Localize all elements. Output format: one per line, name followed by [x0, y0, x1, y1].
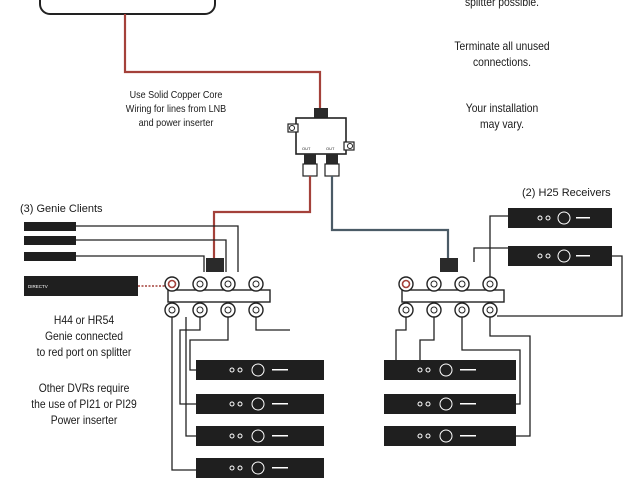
splitter-out-label-2: OUT — [326, 146, 335, 151]
client-wire-3 — [76, 255, 205, 272]
main-splitter — [287, 108, 355, 177]
h25-receivers-label: (2) H25 Receivers — [522, 187, 611, 199]
right-receivers — [384, 360, 516, 446]
note-copper-line3: and power inserter — [138, 117, 214, 129]
note-installation: Your installation may vary. — [433, 100, 571, 132]
right-out-wire-2 — [419, 317, 435, 360]
left-out-wire-3 — [179, 317, 201, 405]
client-wire-1 — [76, 225, 239, 272]
note-genie-line3: to red port on splitter — [36, 345, 132, 359]
left-out-wire-1 — [171, 317, 196, 471]
note-dvr: Other DVRs require the use of PI21 or PI… — [15, 380, 153, 428]
left-out-wire-5 — [255, 317, 290, 331]
right-out-wire-4 — [489, 317, 531, 437]
h25-wire-1 — [489, 215, 508, 277]
right-receiver-dots — [460, 369, 476, 437]
right-receiver-controls — [417, 363, 453, 443]
client-wire-2 — [76, 239, 227, 272]
left-receiver-controls — [229, 363, 265, 475]
genie-client-boxes — [24, 222, 76, 261]
note-dvr-line1: Other DVRs require — [38, 381, 130, 395]
right-out-wire-1 — [395, 317, 407, 370]
note-top-right: splitter possible. — [442, 0, 562, 10]
note-installation-line2: may vary. — [480, 117, 524, 131]
left-receiver-dots — [272, 369, 288, 469]
coax-line-right — [330, 176, 450, 268]
note-terminate-line1: Terminate all unused — [454, 39, 550, 53]
genie-brand: DIRECTV — [28, 284, 48, 289]
note-splitter-possible: splitter possible. — [464, 0, 539, 9]
note-genie-line1: H44 or HR54 — [53, 313, 115, 327]
left-receivers — [196, 360, 324, 478]
left-out-wire-2 — [185, 317, 196, 437]
note-installation-line1: Your installation — [465, 101, 539, 115]
h25-wire-2 — [497, 255, 623, 317]
note-copper: Use Solid Copper Core Wiring for lines f… — [107, 88, 245, 130]
h25-dots — [576, 217, 590, 257]
splitter-out-label-1: OUT — [302, 146, 311, 151]
note-dvr-line2: the use of PI21 or PI29 — [31, 397, 137, 411]
h25-controls — [537, 211, 571, 263]
lnb-dish-box — [39, 0, 216, 15]
copper-line-left — [212, 176, 312, 268]
right-splitter — [398, 258, 505, 318]
copper-line-top — [123, 14, 322, 110]
h25-receivers — [508, 208, 612, 266]
note-terminate-line2: connections. — [473, 55, 531, 69]
genie-hr54-box — [24, 276, 138, 296]
note-dvr-line3: Power inserter — [50, 413, 118, 427]
note-copper-line2: Wiring for lines from LNB — [125, 103, 227, 115]
note-terminate: Terminate all unused connections. — [433, 38, 571, 70]
note-genie: H44 or HR54 Genie connected to red port … — [15, 312, 153, 360]
h25-wire-3 — [473, 247, 508, 262]
note-copper-line1: Use Solid Copper Core — [129, 89, 223, 101]
genie-clients-label: (3) Genie Clients — [20, 203, 103, 215]
note-genie-line2: Genie connected — [44, 329, 124, 343]
right-out-wire-3 — [461, 317, 521, 405]
left-splitter — [164, 258, 271, 318]
left-out-wire-4 — [189, 317, 229, 371]
